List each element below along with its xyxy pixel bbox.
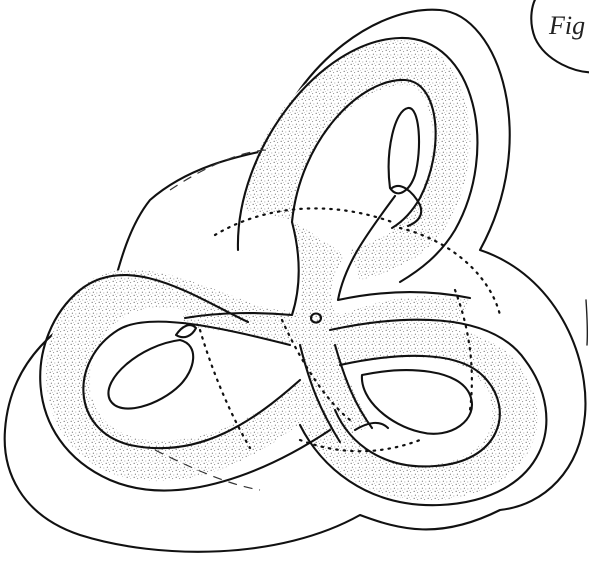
band-upper-lobe	[245, 40, 470, 280]
upper-lobe-hole	[389, 108, 419, 193]
corner-label-text: Fig	[548, 11, 585, 40]
right-lobe-hole	[362, 370, 472, 434]
left-twist-fold	[176, 325, 196, 337]
corner-label: Fig	[531, 0, 589, 72]
right-margin-stroke	[586, 300, 587, 345]
left-lobe-hole	[108, 340, 193, 409]
